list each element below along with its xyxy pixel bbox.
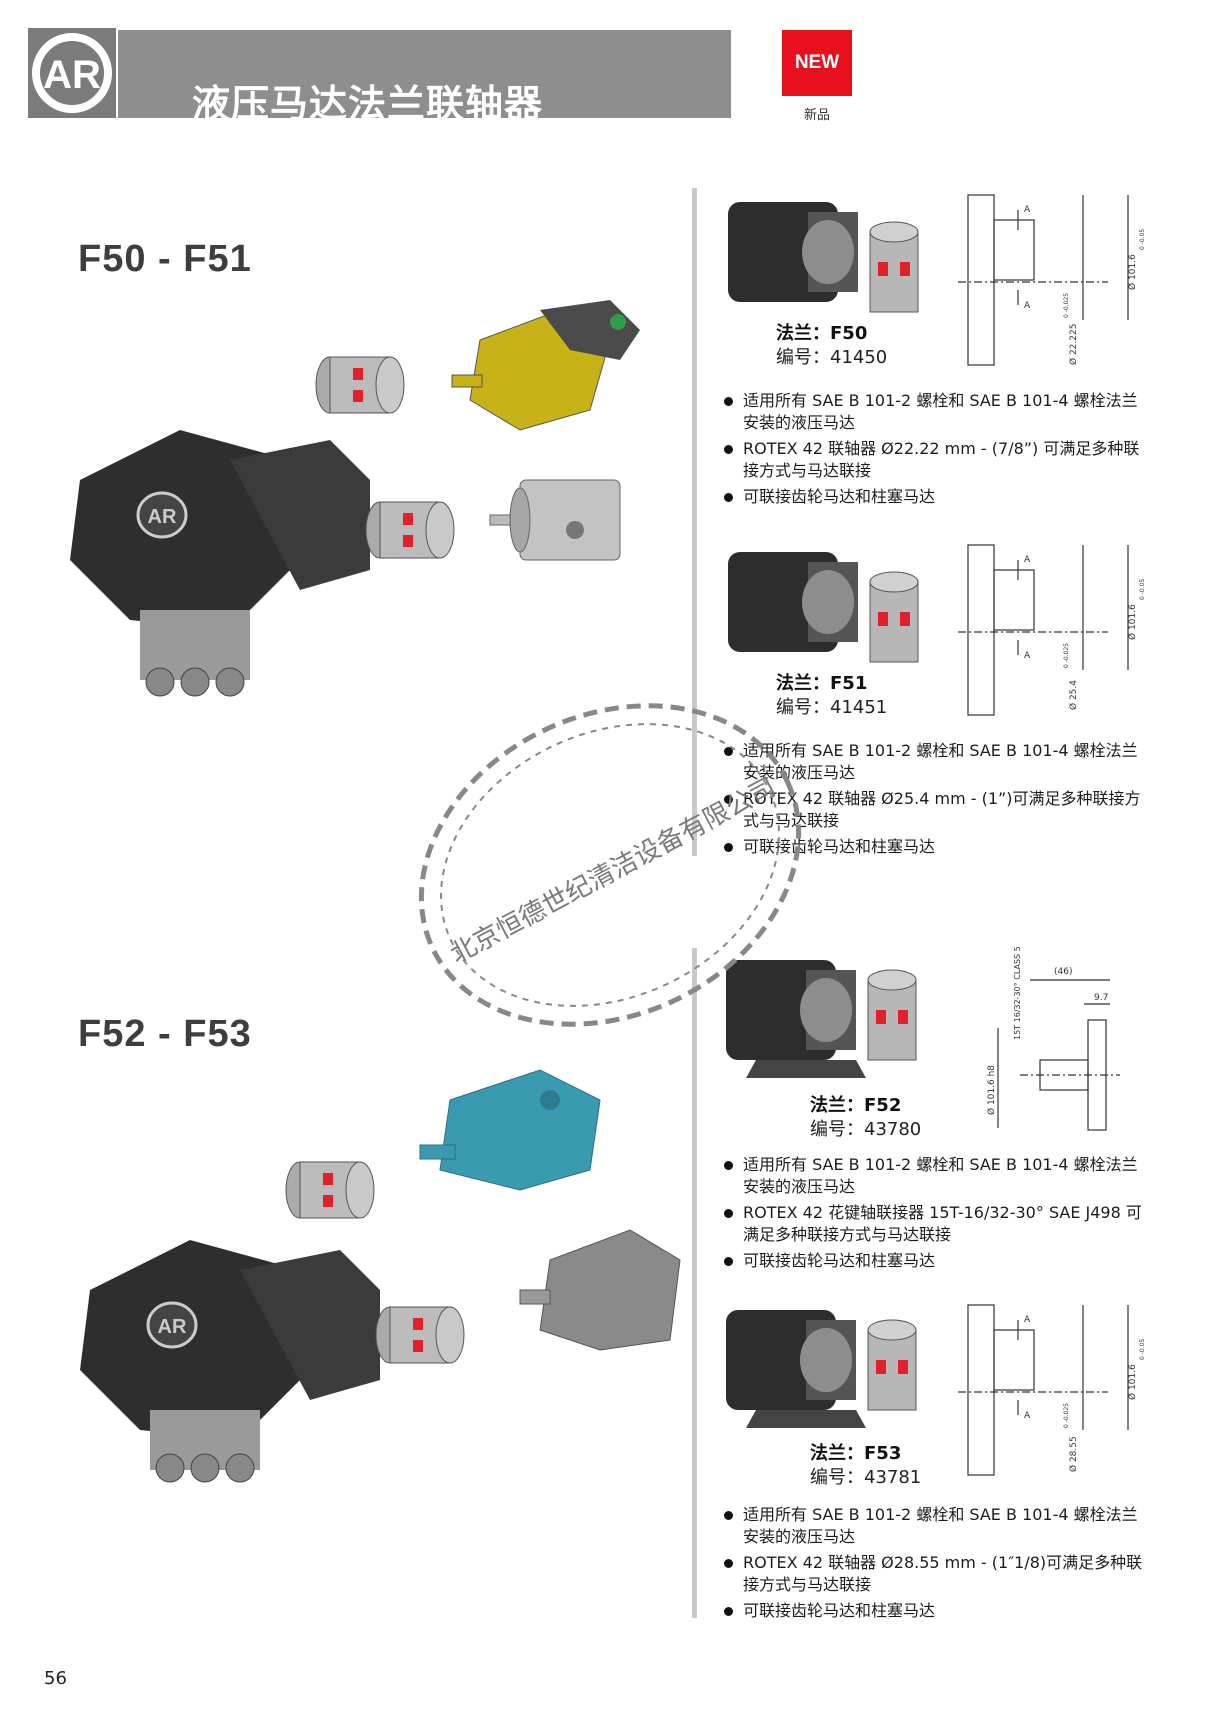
- pump-body-image: AR: [70, 430, 370, 697]
- new-badge-caption: 新品: [803, 108, 830, 123]
- flange-f51-drawing: A A Ø 101.6 0 -0.05 Ø 25.4 0 -0.025: [958, 544, 1146, 716]
- spec-item: 适用所有 SAE B 101-2 螺栓和 SAE B 101-4 螺栓法兰安装的…: [722, 740, 1152, 784]
- code-value: 43781: [864, 1467, 922, 1488]
- spec-item: 适用所有 SAE B 101-2 螺栓和 SAE B 101-4 螺栓法兰安装的…: [722, 1154, 1152, 1198]
- code-value: 41451: [830, 697, 888, 718]
- dim-outer-tolerance: 0 -0.05: [1139, 579, 1146, 600]
- section-mark-a: A: [1024, 1315, 1031, 1325]
- svg-text:AR: AR: [158, 1316, 187, 1338]
- spec-item: ROTEX 42 联轴器 Ø22.22 mm - (7/8”) 可满足多种联接方…: [722, 438, 1152, 482]
- coupling-image: [315, 356, 405, 414]
- flange-f53-drawing: A A Ø 101.6 0 -0.05 Ø 28.55 0 -0.025: [958, 1304, 1146, 1476]
- code-key: 编号：: [810, 1119, 864, 1140]
- dim-outer-tolerance: 0 -0.05: [1139, 229, 1146, 250]
- dim-inner-diameter: Ø 22.225: [1068, 324, 1079, 365]
- dim-length-secondary: 9.7: [1094, 993, 1108, 1003]
- dim-inner-tolerance: 0 -0.025: [1063, 643, 1070, 668]
- divider-bottom: [692, 948, 697, 1618]
- flange-key: 法兰：: [776, 323, 830, 344]
- gear-motor-image: [451, 300, 640, 431]
- code-key: 编号：: [776, 347, 830, 368]
- coupling-image: [285, 1161, 375, 1219]
- illustration-pump-assembly-bottom: AR: [80, 1069, 681, 1483]
- spec-list-f52: 适用所有 SAE B 101-2 螺栓和 SAE B 101-4 螺栓法兰安装的…: [722, 1154, 1152, 1276]
- flange-value: F50: [830, 323, 868, 344]
- spec-item: 可联接齿轮马达和柱塞马达: [722, 836, 1152, 858]
- flange-f51-image: [728, 552, 919, 663]
- flange-f50-drawing: A A Ø 101.6 0 -0.05 Ø 22.225 0 -0.025: [958, 194, 1146, 366]
- coupling-image: [375, 1306, 465, 1364]
- spec-item: 适用所有 SAE B 101-2 螺栓和 SAE B 101-4 螺栓法兰安装的…: [722, 390, 1152, 434]
- flange-key: 法兰：: [776, 673, 830, 694]
- dim-outer-diameter: Ø 101.6: [1127, 1364, 1138, 1400]
- spec-list-f51: 适用所有 SAE B 101-2 螺栓和 SAE B 101-4 螺栓法兰安装的…: [722, 740, 1152, 862]
- code-value: 43780: [864, 1119, 922, 1140]
- section-title-f52-f53: F52 - F53: [78, 1013, 252, 1055]
- flange-f50-image: [728, 202, 919, 313]
- code-key: 编号：: [776, 697, 830, 718]
- dim-spline-spec: 15T 16/32-30° CLASS 5: [1013, 946, 1022, 1040]
- logo-text: AR: [43, 53, 101, 97]
- flange-key: 法兰：: [810, 1443, 864, 1464]
- spec-item: 可联接齿轮马达和柱塞马达: [722, 1250, 1152, 1272]
- section-mark-a: A: [1024, 555, 1031, 565]
- dim-inner-tolerance: 0 -0.025: [1063, 1403, 1070, 1428]
- dim-outer-diameter: Ø 101.6 h8: [986, 1065, 997, 1115]
- spec-list-f50: 适用所有 SAE B 101-2 螺栓和 SAE B 101-4 螺栓法兰安装的…: [722, 390, 1152, 512]
- section-title-f50-f51: F50 - F51: [78, 238, 252, 280]
- piston-motor-grey-image: [519, 1229, 681, 1351]
- flange-f52-image: [726, 960, 917, 1078]
- flange-value: F51: [830, 673, 868, 694]
- dim-length: (46): [1054, 967, 1072, 977]
- page-title: 液压马达法兰联轴器: [192, 82, 544, 118]
- dim-outer-diameter: Ø 101.6: [1127, 254, 1138, 290]
- pump-body-image: AR: [80, 1240, 380, 1483]
- flange-key: 法兰：: [810, 1095, 864, 1116]
- company-stamp: 北京恒德世纪清洁设备有限公司: [418, 703, 802, 1027]
- spec-item: 适用所有 SAE B 101-2 螺栓和 SAE B 101-4 螺栓法兰安装的…: [722, 1504, 1152, 1548]
- section-mark-a: A: [1024, 205, 1031, 215]
- section-mark-a: A: [1024, 1411, 1031, 1421]
- flange-f52-drawing: 15T 16/32-30° CLASS 5 (46) 9.7 Ø 101.6 h…: [986, 946, 1120, 1131]
- flange-f53-image: [726, 1310, 917, 1428]
- spec-item: ROTEX 42 花键轴联接器 15T-16/32-30° SAE J498 可…: [722, 1202, 1152, 1246]
- code-key: 编号：: [810, 1467, 864, 1488]
- gear-motor-grey-image: [489, 479, 621, 561]
- flange-f52-label: 法兰：F52 编号：43780: [810, 1094, 921, 1142]
- flange-f53-label: 法兰：F53 编号：43781: [810, 1442, 921, 1490]
- coupling-image: [365, 501, 455, 559]
- svg-text:AR: AR: [148, 506, 177, 528]
- header-bar: 液压马达法兰联轴器: [118, 30, 731, 118]
- dim-inner-diameter: Ø 28.55: [1068, 1436, 1079, 1472]
- page-number: 56: [44, 1668, 67, 1689]
- flange-value: F52: [864, 1095, 902, 1116]
- spec-item: ROTEX 42 联轴器 Ø25.4 mm - (1”)可满足多种联接方式与马达…: [722, 788, 1152, 832]
- divider-top: [692, 188, 697, 856]
- flange-value: F53: [864, 1443, 902, 1464]
- dim-inner-tolerance: 0 -0.025: [1063, 293, 1070, 318]
- code-value: 41450: [830, 347, 888, 368]
- flange-f51-label: 法兰：F51 编号：41451: [776, 672, 887, 720]
- new-badge: NEW: [782, 30, 852, 96]
- spec-list-f53: 适用所有 SAE B 101-2 螺栓和 SAE B 101-4 螺栓法兰安装的…: [722, 1504, 1152, 1626]
- section-mark-a: A: [1024, 651, 1031, 661]
- spec-item: 可联接齿轮马达和柱塞马达: [722, 1600, 1152, 1622]
- dim-outer-diameter: Ø 101.6: [1127, 604, 1138, 640]
- dim-inner-diameter: Ø 25.4: [1068, 680, 1079, 710]
- spec-item: 可联接齿轮马达和柱塞马达: [722, 486, 1152, 508]
- illustration-pump-assembly-top: AR: [70, 300, 640, 697]
- dim-outer-tolerance: 0 -0.05: [1139, 1339, 1146, 1360]
- stamp-text: 北京恒德世纪清洁设备有限公司: [446, 772, 781, 969]
- spec-item: ROTEX 42 联轴器 Ø28.55 mm - (1″1/8)可满足多种联接方…: [722, 1552, 1152, 1596]
- flange-f50-label: 法兰：F50 编号：41450: [776, 322, 887, 370]
- section-mark-a: A: [1024, 301, 1031, 311]
- piston-motor-image: [419, 1069, 601, 1191]
- brand-logo: AR: [28, 28, 116, 118]
